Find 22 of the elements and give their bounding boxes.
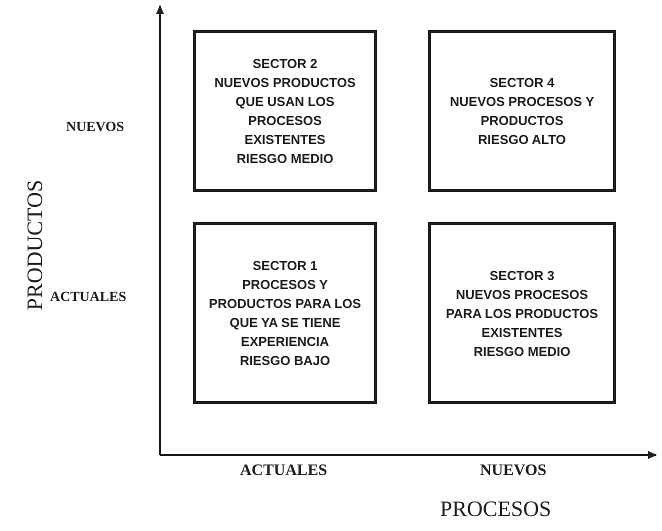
risk-level: RIESGO MEDIO <box>474 342 570 360</box>
risk-level: RIESGO ALTO <box>478 131 566 149</box>
sector-description: PROCESOS Y PRODUCTOS PARA LOS QUE YA SE TIENE EXPERIENCIA <box>208 276 362 351</box>
sector-title: SECTOR 1 <box>252 257 318 275</box>
axis-tick-label: NUEVOS <box>480 462 546 480</box>
axis-title: PROCESOS <box>440 496 552 522</box>
risk-level: RIESGO MEDIO <box>236 150 334 168</box>
risk-level: RIESGO BAJO <box>240 352 330 370</box>
sector-box <box>428 30 616 192</box>
sector-description: NUEVOS PRODUCTOS QUE USAN LOS PROCESOS EXISTENTES <box>213 74 357 149</box>
sector-title: SECTOR 4 <box>490 74 554 92</box>
axis-tick-label: ACTUALES <box>240 462 328 480</box>
axis-tick-label: ACTUALES <box>50 290 126 306</box>
sector-description: NUEVOS PROCESOS PARA LOS PRODUCTOS EXISTENTES <box>444 286 600 342</box>
axis-tick-label: NUEVOS <box>66 120 124 136</box>
sector-title: SECTOR 2 <box>252 55 318 73</box>
sector-box <box>193 30 377 192</box>
sector-box <box>428 222 616 404</box>
axis-title: PRODUCTOS <box>22 180 48 310</box>
sector-box <box>193 222 377 404</box>
sector-description: NUEVOS PROCESOS Y PRODUCTOS <box>448 93 596 130</box>
sector-title: SECTOR 3 <box>490 266 554 284</box>
